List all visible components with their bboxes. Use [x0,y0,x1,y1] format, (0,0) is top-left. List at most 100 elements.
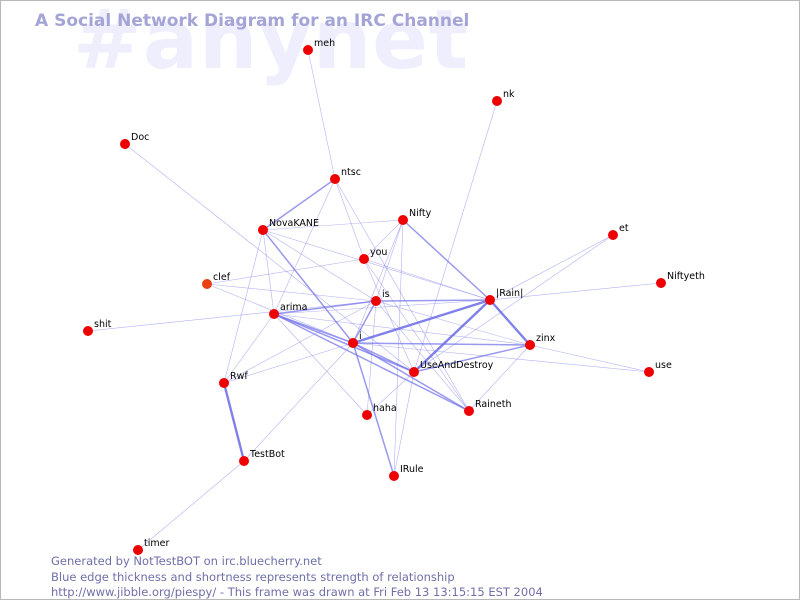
edge-arima-zinx [273,313,531,346]
node-nifty: Nifty [398,208,432,225]
edge-niftyeth-rain [489,282,662,301]
node-label: IRule [400,464,424,475]
edge-ntsc-you [334,178,365,260]
edge-zinx-raineth [468,344,531,412]
edge-nifty-i [352,219,404,344]
edge-i-rwf [223,342,354,384]
node-timer: timer [133,538,169,555]
node-shit: shit [83,319,112,336]
node-dot [409,367,419,377]
node-label: Nifty [409,208,432,219]
node-clef: clef [202,272,231,289]
node-i: i [348,331,362,348]
node-label: Rwf [230,371,248,382]
node-label: TestBot [249,449,285,460]
node-niftyeth: Niftyeth [656,271,705,288]
edge-novakane-i [262,229,354,344]
edge-rain-arima [273,299,491,315]
edge-shit-is [87,300,377,332]
node-rain: |Rain| [485,288,523,305]
footer-generated-by: Generated by NotTestBOT on irc.bluecherr… [51,554,322,568]
edges-layer [87,49,662,551]
node-dot [303,45,313,55]
node-dot [359,254,369,264]
edge-i-use [352,342,650,373]
node-label: meh [314,38,335,49]
edge-testbot-timer [137,460,245,551]
node-label: zinx [536,333,556,344]
edge-i-raineth [352,342,470,412]
node-label: Raineth [475,399,511,410]
edge-is-raineth [375,300,470,412]
node-dot [133,545,143,555]
edge-meh-ntsc [307,49,336,180]
node-nk: nk [492,89,515,106]
edge-ntsc-novakane [262,178,336,231]
edge-novakane-rwf [223,229,264,384]
node-dot [258,225,268,235]
edge-zinx-use [529,344,650,373]
edge-nifty-rain [402,219,491,301]
node-label: Doc [131,132,149,143]
node-novakane: NovaKANE [258,218,319,235]
node-label: et [619,223,629,234]
edge-nifty-irule [393,219,404,477]
edge-rwf-testbot [222,382,246,462]
node-dot [83,326,93,336]
edge-nifty-is [375,219,404,302]
edge-you-raineth [363,258,470,412]
node-label: shit [94,319,112,330]
node-meh: meh [303,38,335,55]
node-you: you [359,247,387,264]
node-use: use [644,360,672,377]
node-label: Niftyeth [667,271,705,282]
node-dot [362,410,372,420]
node-label: haha [373,403,397,414]
edge-et-rain [489,234,614,301]
node-label: NovaKANE [269,218,319,229]
edge-useanddestroy-irule [393,371,415,477]
edge-novakane-arima [262,229,275,315]
edge-is-i [352,300,377,344]
edge-novakane-is [262,229,377,302]
edge-nk-useanddestroy [413,100,498,373]
edge-i-useanddestroy [352,342,415,373]
edge-you-clef [206,258,365,285]
edge-arima-useanddestroy [273,313,415,373]
edge-zinx-useanddestroy [413,344,531,373]
diagram-title: A Social Network Diagram for an IRC Chan… [35,11,470,31]
edge-useanddestroy-haha [366,371,415,416]
node-zinx: zinx [525,333,556,350]
node-dot [389,471,399,481]
node-dot [219,378,229,388]
node-label: |Rain| [496,288,523,299]
edge-ntsc-raineth [334,178,470,412]
node-label: you [370,247,387,258]
edge-rain-i [352,298,491,345]
node-label: ntsc [341,167,361,178]
edge-i-testbot [243,342,354,462]
edge-arima-raineth [273,313,470,412]
node-irule: IRule [389,464,424,481]
edge-et-useanddestroy [413,234,614,373]
node-haha: haha [362,403,397,420]
node-label: clef [213,272,231,283]
edge-clef-is [206,283,377,302]
edge-nifty-you [363,219,404,260]
edge-rain-useanddestroy [413,299,491,373]
node-dot [398,215,408,225]
node-label: use [655,360,672,371]
node-dot [202,279,212,289]
edge-doc-useanddestroy [124,143,415,373]
node-label: UseAndDestroy [420,360,494,371]
node-testbot: TestBot [239,449,285,466]
edge-arima-rwf [223,313,275,384]
node-dot [239,456,249,466]
node-et: et [608,223,629,240]
edge-you-rain [363,258,491,301]
node-dot [464,406,474,416]
edge-is-arima [273,300,377,315]
node-dot [492,96,502,106]
